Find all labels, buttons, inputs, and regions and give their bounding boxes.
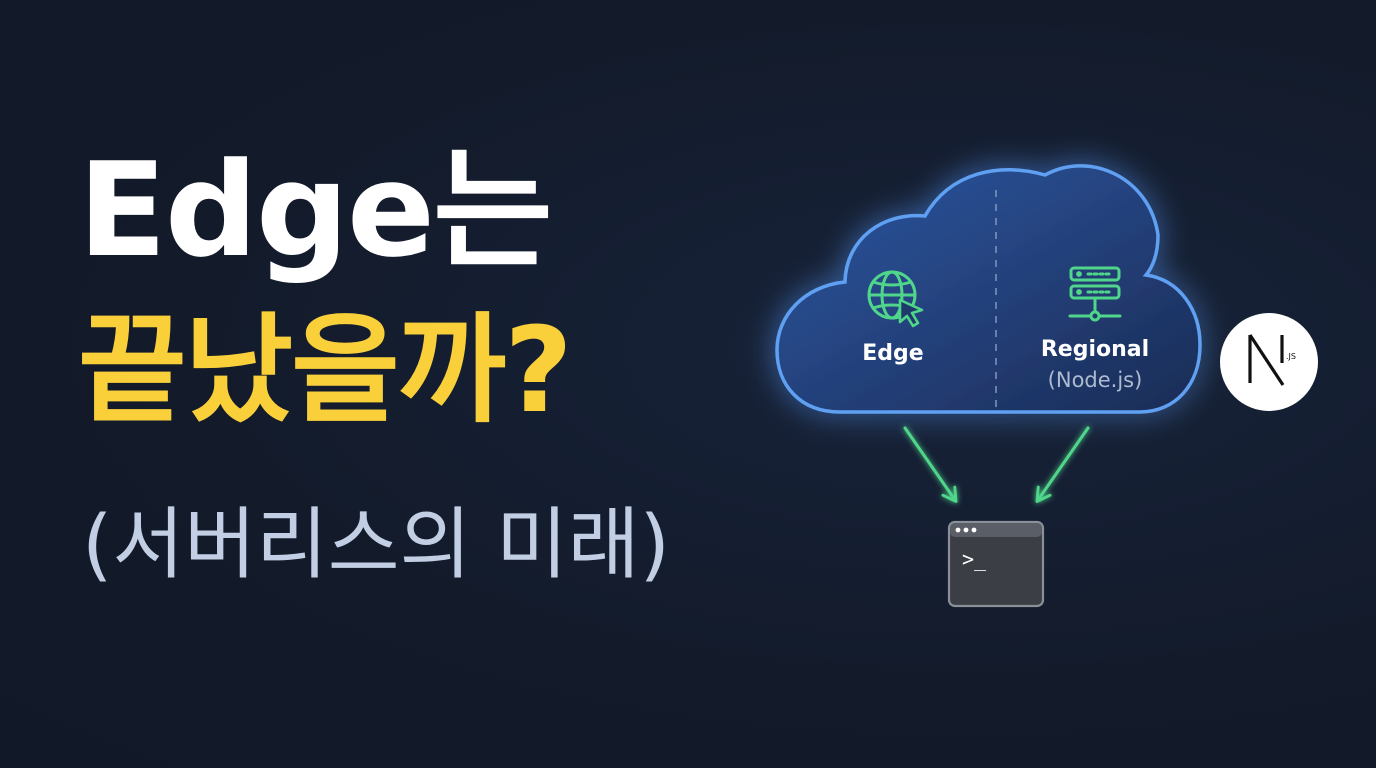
regional-sublabel: (Node.js) xyxy=(1048,368,1143,392)
server-stack-icon xyxy=(1068,266,1122,322)
badge-suffix: .JS xyxy=(1286,352,1296,361)
headline-subtitle: (서버리스의 미래) xyxy=(82,500,670,590)
regional-label: Regional xyxy=(1041,337,1149,362)
arrow-edge-to-terminal xyxy=(903,426,958,503)
headline-line-edge: Edge는 xyxy=(78,134,553,286)
cloud-shape xyxy=(775,164,1202,414)
arrow-regional-to-terminal xyxy=(1035,426,1090,503)
terminal-prompt: >_ xyxy=(962,547,987,571)
arrows xyxy=(903,426,1090,503)
edge-label: Edge xyxy=(862,341,923,366)
nextjs-logo-icon: .JS xyxy=(1220,313,1318,411)
terminal-window-icon: >_ xyxy=(947,520,1045,608)
headline-line-question: 끝났을까? xyxy=(78,301,573,439)
globe-cursor-icon xyxy=(867,270,924,328)
